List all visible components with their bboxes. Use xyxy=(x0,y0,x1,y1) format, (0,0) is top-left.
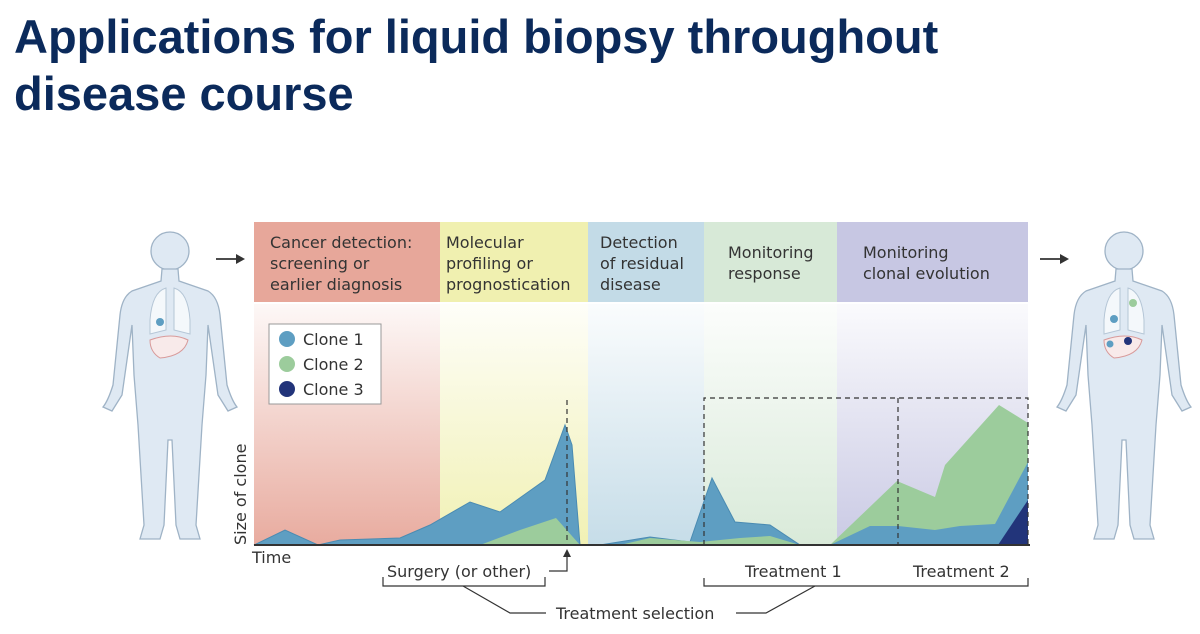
clone-2-area-early xyxy=(480,518,580,545)
x-axis-label: Time xyxy=(251,548,291,567)
y-axis-label: Size of clone xyxy=(231,444,250,545)
clone-1-outline-residual xyxy=(599,476,802,546)
phase-headers xyxy=(254,222,1028,302)
liver-icon xyxy=(149,335,189,359)
clone-1-area-residual xyxy=(600,478,800,545)
treatment-selection-connectors xyxy=(462,585,816,614)
tumor-dot-icon xyxy=(156,318,164,326)
slide-title-line-1: Applications for liquid biopsy throughou… xyxy=(14,10,939,63)
phase-4-line-1: clonal evolution xyxy=(863,264,990,283)
clone-3-area-late xyxy=(998,500,1028,545)
treatment-1-label: Treatment 1 xyxy=(744,562,842,581)
phase-bg-2 xyxy=(588,304,704,545)
phase-2-line-1: of residual xyxy=(600,254,684,273)
phase-4-line-0: Monitoring xyxy=(863,243,949,262)
treatment-bracket-line xyxy=(703,578,1029,587)
clone-2-area-late xyxy=(830,405,1028,545)
phase-header-residual-disease xyxy=(588,222,704,302)
slide-title: Applications for liquid biopsy throughou… xyxy=(14,8,1184,122)
tumor-dot-clone-1-icon xyxy=(1110,315,1118,323)
phase-header-molecular-profiling xyxy=(440,222,588,302)
selection-connector-left xyxy=(462,585,546,614)
surgery-label: Surgery (or other) xyxy=(387,562,531,581)
phase-header-cancer-detection xyxy=(254,222,440,302)
clone-2-area-residual xyxy=(620,536,800,545)
legend-label-clone-3: Clone 3 xyxy=(303,380,364,399)
human-body-icon-left xyxy=(102,231,238,540)
legend-swatch-clone-3 xyxy=(279,381,295,397)
liver-icon-right xyxy=(1103,335,1143,359)
arrow-right-icon-2 xyxy=(1040,254,1069,264)
phase-header-clonal-evolution xyxy=(837,222,1028,302)
phase-0-line-1: screening or xyxy=(270,254,370,273)
clone-1-area-early xyxy=(254,425,580,545)
legend-label-clone-1: Clone 1 xyxy=(303,330,364,349)
treatment-window-box xyxy=(703,397,1029,545)
surgery-arrow-line xyxy=(549,556,568,572)
treatment-markers xyxy=(566,397,1029,545)
selection-connector-right xyxy=(736,585,816,614)
tumor-dot-liver-icon xyxy=(1106,340,1114,348)
phase-0-line-2: earlier diagnosis xyxy=(270,275,402,294)
phase-0-line-0: Cancer detection: xyxy=(270,233,412,252)
legend: Clone 1 Clone 2 Clone 3 xyxy=(268,323,382,405)
phase-2-line-0: Detection xyxy=(600,233,678,252)
clone-areas xyxy=(253,405,1028,546)
legend-swatch-clone-1 xyxy=(279,331,295,347)
tumor-dot-clone-2-icon xyxy=(1129,299,1137,307)
treatment-selection-label: Treatment selection xyxy=(555,604,714,623)
phase-1-line-0: Molecular xyxy=(446,233,524,252)
phase-1-line-2: prognostication xyxy=(446,275,571,294)
surgery-arrowhead-icon xyxy=(563,549,571,557)
legend-label-clone-2: Clone 2 xyxy=(303,355,364,374)
tumor-dot-clone-3-icon xyxy=(1124,337,1132,345)
legend-swatch-clone-2 xyxy=(279,356,295,372)
arrow-right-icon xyxy=(216,254,245,264)
phase-1-line-1: profiling or xyxy=(446,254,533,273)
phase-2-line-2: disease xyxy=(600,275,661,294)
phase-header-monitoring-response xyxy=(704,222,837,302)
phase-3-line-0: Monitoring xyxy=(728,243,814,262)
slide-title-line-2: disease course xyxy=(14,67,354,120)
treatment-2-label: Treatment 2 xyxy=(912,562,1010,581)
human-body-icon-right xyxy=(1056,231,1192,540)
phase-3-line-1: response xyxy=(728,264,801,283)
